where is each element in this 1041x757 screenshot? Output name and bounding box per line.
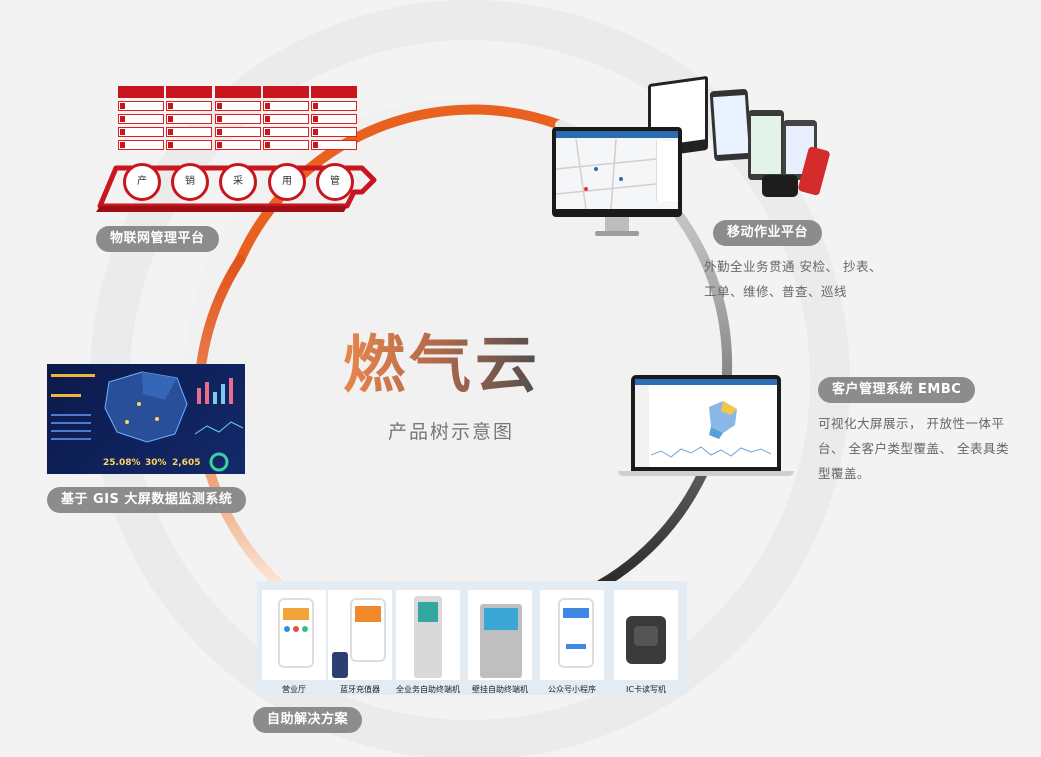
crm-desc-line1: 可视化大屏展示， 开放性一体平: [818, 411, 1004, 436]
selfservice-tile: [396, 590, 460, 680]
iot-step-circle: 产: [123, 163, 161, 201]
selfservice-tile: [614, 590, 678, 680]
center-subtitle: 产品树示意图: [388, 417, 514, 444]
gis-number: 2,605: [172, 458, 200, 468]
iot-platform-label: 物联网管理平台: [96, 226, 219, 252]
printer: [762, 175, 798, 197]
tablet: [748, 110, 784, 180]
iot-column: [215, 86, 261, 150]
selfservice-tile: [468, 590, 532, 680]
mobile-desc-line1: 外勤全业务贯通 安检、 抄表、: [704, 254, 882, 279]
iot-column: [263, 86, 309, 150]
selfservice-tile: [540, 590, 604, 680]
iot-column-header: [166, 86, 212, 98]
selfservice-item-label: 蓝牙充值器: [325, 684, 395, 695]
gis-dashboard: 25.08% 30% 2,605: [47, 364, 245, 474]
monitor-stand: [605, 217, 629, 231]
crm-desc-line3: 型覆盖。: [818, 461, 870, 486]
selfservice-item-label: IC卡读写机: [611, 684, 681, 695]
main-monitor: [552, 127, 682, 217]
mobile-platform-label: 移动作业平台: [713, 220, 822, 246]
iot-column-header: [263, 86, 309, 98]
iot-column-header: [118, 86, 164, 98]
crm-desc-line2: 台、 全客户类型覆盖、 全表具类: [818, 436, 1009, 461]
gis-number: 30%: [145, 458, 167, 468]
selfservice-item-label: 公众号小程序: [537, 684, 607, 695]
iot-column-header: [311, 86, 357, 98]
iot-column: [311, 86, 357, 150]
gis-label: 基于 GIS 大屏数据监测系统: [47, 487, 246, 513]
selfservice-tile: [328, 590, 392, 680]
iot-step-circle: 采: [219, 163, 257, 201]
iot-step-circle: 管: [316, 163, 354, 201]
monitor-base: [595, 231, 639, 236]
gis-number: 25.08%: [103, 458, 141, 468]
selfservice-item-label: 壁挂自助终端机: [465, 684, 535, 695]
selfservice-label: 自助解决方案: [253, 707, 362, 733]
iot-column: [166, 86, 212, 150]
selfservice-tile: [262, 590, 326, 680]
selfservice-item-label: 营业厅: [259, 684, 329, 695]
selfservice-item-label: 全业务自助终端机: [393, 684, 463, 695]
iot-step-circle: 销: [171, 163, 209, 201]
iot-column: [118, 86, 164, 150]
iot-step-circle: 用: [268, 163, 306, 201]
crm-label: 客户管理系统 EMBC: [818, 377, 975, 403]
tablet: [710, 89, 753, 161]
iot-column-header: [215, 86, 261, 98]
mobile-desc-line2: 工单、维修、普查、巡线: [704, 279, 847, 304]
center-title: 燃气云: [343, 330, 541, 400]
